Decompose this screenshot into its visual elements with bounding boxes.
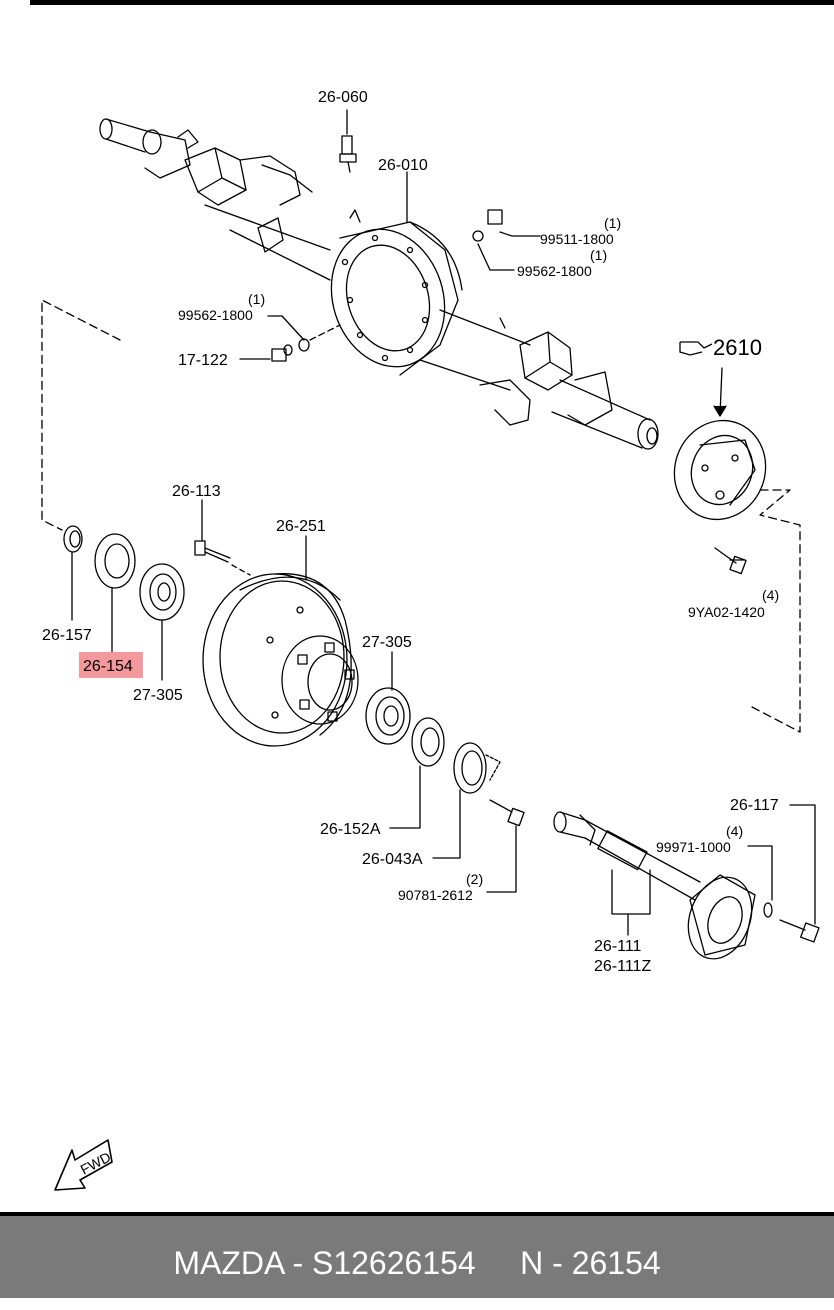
top-rule bbox=[30, 0, 834, 5]
label-27-305-right: 27-305 bbox=[362, 634, 412, 651]
label-9ya02-1420: 9YA02-1420 bbox=[688, 604, 765, 620]
label-26-113: 26-113 bbox=[172, 483, 221, 500]
retainer-bolt bbox=[486, 799, 525, 893]
retainer-26-043a bbox=[432, 742, 501, 859]
bearing-27-305-left bbox=[139, 563, 185, 681]
label-99511-1800: 99511-1800 bbox=[540, 231, 614, 247]
label-27-305-left: 27-305 bbox=[133, 687, 183, 704]
hub-bolt bbox=[194, 499, 251, 576]
backing-plate-bolt bbox=[714, 547, 747, 575]
label-26-152a: 26-152A bbox=[320, 821, 381, 838]
fwd-label: FWD bbox=[78, 1149, 114, 1178]
label-26-111z: 26-111Z bbox=[594, 958, 651, 975]
brake-drum bbox=[202, 535, 359, 747]
axle-housing bbox=[99, 118, 659, 450]
bearing-27-305-right bbox=[365, 651, 411, 745]
seal-26-157 bbox=[63, 525, 83, 621]
label-26-154: 26-154 bbox=[83, 658, 133, 675]
label-17-122: 17-122 bbox=[178, 352, 228, 369]
qty-99562-right: (1) bbox=[590, 247, 607, 263]
label-26-117: 26-117 bbox=[730, 797, 779, 814]
label-26-157: 26-157 bbox=[42, 627, 92, 644]
label-26-111: 26-111 bbox=[594, 938, 642, 955]
qty-99562-left: (1) bbox=[248, 291, 265, 307]
qty-99511: (1) bbox=[604, 215, 621, 231]
label-26-251: 26-251 bbox=[276, 518, 326, 535]
highlight-box-26-154 bbox=[79, 652, 143, 678]
oil-seal-26-152a bbox=[389, 717, 445, 829]
label-99971-1000: 99971-1000 bbox=[656, 839, 731, 855]
label-2610: 2610 bbox=[713, 335, 762, 360]
drain-plug bbox=[472, 209, 541, 271]
qty-99971: (4) bbox=[726, 823, 743, 839]
footer-part-number: MAZDA - S12626154 N - 26154 bbox=[173, 1245, 661, 1281]
label-26-010: 26-010 bbox=[378, 157, 428, 174]
qty-9ya02: (4) bbox=[762, 587, 779, 603]
fwd-arrow bbox=[54, 1139, 113, 1191]
label-99562-1800-left: 99562-1800 bbox=[178, 307, 253, 323]
axle-nut-washer bbox=[747, 804, 820, 943]
qty-90781: (2) bbox=[466, 871, 483, 887]
axle-shaft bbox=[553, 811, 756, 960]
label-99562-1800-right: 99562-1800 bbox=[517, 263, 592, 279]
seal-26-154 bbox=[94, 533, 136, 653]
hand-pointer-icon bbox=[679, 341, 713, 356]
label-26-060: 26-060 bbox=[318, 89, 368, 106]
label-90781-2612: 90781-2612 bbox=[398, 887, 473, 903]
parts-diagram: 26-060 26-010 (1) 99511-1800 (1) 99562-1… bbox=[41, 89, 820, 1191]
fill-plug bbox=[239, 315, 341, 362]
breather-plug bbox=[339, 109, 357, 173]
footer-bar: MAZDA - S12626154 N - 26154 bbox=[0, 1212, 834, 1298]
brake-backing-plate bbox=[673, 367, 767, 521]
label-26-043a: 26-043A bbox=[362, 851, 423, 868]
